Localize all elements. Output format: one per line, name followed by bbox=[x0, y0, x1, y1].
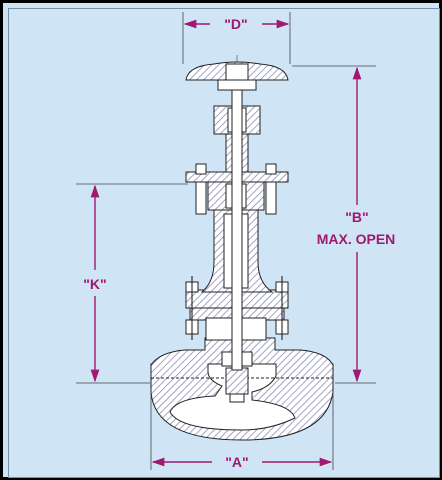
dimension-b-label: "B" bbox=[345, 209, 368, 225]
gland-nut-left-top bbox=[195, 163, 207, 175]
dimension-b: "B" MAX. OPEN bbox=[292, 65, 396, 384]
stem bbox=[231, 69, 243, 371]
seat bbox=[229, 393, 245, 403]
dimension-b-sublabel: MAX. OPEN bbox=[317, 231, 396, 247]
dimension-a-label: "A" bbox=[225, 454, 248, 470]
dimension-k: "K" bbox=[76, 183, 188, 384]
disc bbox=[225, 367, 249, 395]
handwheel bbox=[185, 61, 289, 91]
valve-body bbox=[150, 337, 334, 441]
handwheel-hub bbox=[217, 79, 257, 91]
dimension-k-label: "K" bbox=[83, 276, 106, 292]
gland-stud-left bbox=[195, 181, 207, 215]
dimension-d: "D" bbox=[182, 12, 291, 64]
gland-stud-right bbox=[265, 181, 277, 215]
dimension-d-label: "D" bbox=[224, 16, 247, 32]
handwheel-nut bbox=[225, 63, 249, 81]
dimension-a: "A" bbox=[150, 392, 334, 470]
gland-nut-right-top bbox=[265, 163, 277, 175]
